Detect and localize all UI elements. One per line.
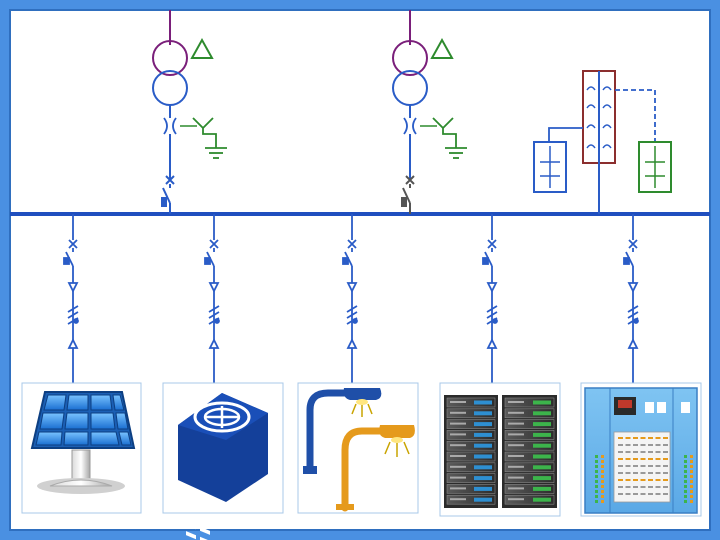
plug-up-icon <box>627 337 639 349</box>
breaker-mark-icon <box>209 239 219 249</box>
plug-up-icon <box>67 337 79 349</box>
grounding-icon <box>420 117 467 159</box>
breaker-handle-icon <box>204 257 211 265</box>
distribution-panel <box>533 70 672 214</box>
plug-down-icon <box>346 282 358 294</box>
feeder-server-rack <box>482 214 498 383</box>
incomer-2 <box>392 10 467 214</box>
breaker-mark-icon <box>347 239 357 249</box>
transformer-primary-coil <box>392 40 428 76</box>
street-light-icon <box>303 388 415 512</box>
server-rack-2 <box>502 395 557 508</box>
breaker-handle-icon <box>623 257 630 265</box>
plug-down-icon <box>627 282 639 294</box>
transformer-primary-coil <box>152 40 188 76</box>
feeder-control-panel <box>623 214 639 383</box>
breaker-mark-icon <box>487 239 497 249</box>
delta-icon <box>430 37 454 59</box>
plug-down-icon <box>486 282 498 294</box>
control-panel-box <box>580 382 702 517</box>
street-lights-box <box>297 382 419 514</box>
solar-panel-icon <box>30 391 136 494</box>
feeder-street-lights <box>342 214 358 383</box>
transformer-secondary-coil <box>152 70 188 106</box>
breaker-mark-icon <box>628 239 638 249</box>
transformer-secondary-coil <box>392 70 428 106</box>
breaker-handle-icon <box>482 257 489 265</box>
feeders <box>63 214 639 383</box>
current-transformer-icon <box>403 117 417 135</box>
plug-up-icon <box>486 337 498 349</box>
breaker-handle-icon <box>342 257 349 265</box>
incomer-1 <box>152 10 227 214</box>
control-panel-icon <box>584 387 698 514</box>
hvac-unit-icon <box>178 393 268 540</box>
breaker-mark-icon <box>68 239 78 249</box>
grounding-icon <box>180 117 227 159</box>
plug-up-icon <box>208 337 220 349</box>
delta-icon <box>190 37 214 59</box>
current-transformer-icon <box>163 117 177 135</box>
breaker-handle-icon <box>63 257 70 265</box>
plug-up-icon <box>346 337 358 349</box>
plug-down-icon <box>208 282 220 294</box>
breaker-open-icon <box>401 175 415 214</box>
hvac-unit-box <box>162 382 284 540</box>
breaker-closed-icon <box>161 175 175 214</box>
feeder-hvac-unit <box>204 214 220 383</box>
feeder-solar-panel <box>63 214 79 383</box>
solar-panel-box <box>21 382 142 514</box>
server-rack-icon <box>444 395 557 508</box>
plug-down-icon <box>67 282 79 294</box>
server-rack-1 <box>444 395 498 508</box>
server-rack-box <box>439 382 561 517</box>
